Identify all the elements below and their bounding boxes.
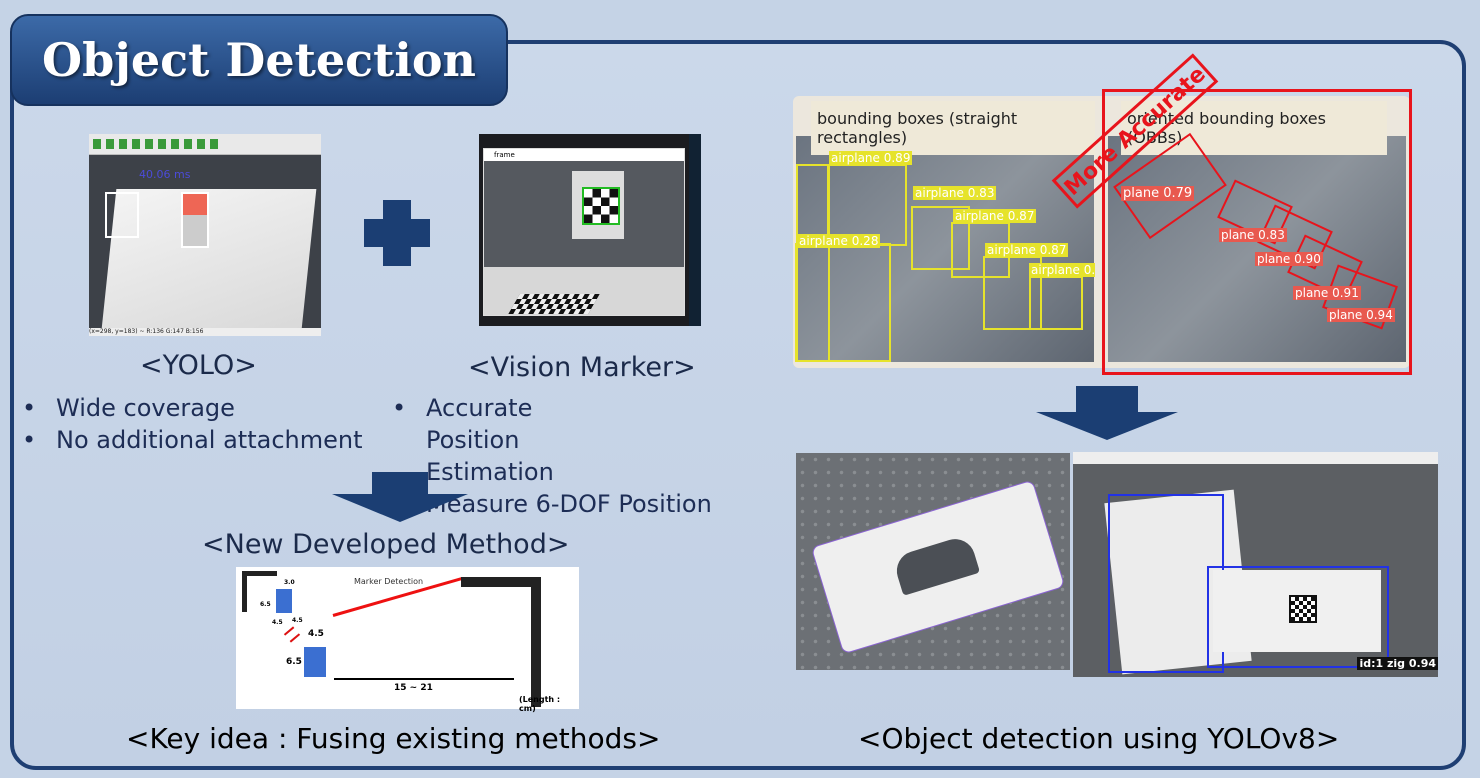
dim-distance: 15 ~ 21 [394, 683, 433, 693]
obb-panel [1108, 136, 1406, 362]
bbox-label: airplane 0. [1029, 263, 1095, 277]
arrow-down-left-head [332, 494, 468, 522]
bbox-label: airplane 0.89 [829, 151, 913, 165]
yolo-bullet: No additional attachment [20, 424, 363, 456]
small-gripper [242, 571, 277, 612]
obb-highlight-frame [1102, 89, 1412, 375]
bbox-box [911, 206, 970, 270]
yolo-bullets: Wide coverage No additional attachment [20, 392, 363, 456]
yolo-toolbar [89, 134, 321, 155]
marker-caption: <Vision Marker> [468, 352, 696, 383]
arrow-down-right-head [1036, 412, 1178, 440]
big-box [304, 647, 326, 677]
small-box [276, 589, 292, 613]
dim-4: 4.5 [292, 617, 303, 624]
marker-window: frame [483, 148, 685, 316]
dim-2: 6.5 [260, 601, 271, 608]
yolo-status-bar: (x=298, y=183) ~ R:136 G:147 B:156 [89, 328, 321, 336]
bbox-box [983, 256, 1042, 330]
marker-window-titlebar: frame [484, 149, 684, 161]
key-idea-caption: <Key idea : Fusing existing methods> [126, 722, 661, 755]
bbox-box [795, 243, 891, 362]
obb-comparison: bounding boxes (straight rectangles) ori… [793, 96, 1410, 368]
diagram-title: Marker Detection [354, 577, 424, 586]
arrow-down-left-body [372, 472, 428, 494]
dim-1: 3.0 [284, 579, 295, 586]
bbox-label: airplane 0.83 [913, 186, 997, 200]
new-method-diagram: Marker Detection 3.0 6.5 4.5 4.5 4.5 6.5… [236, 567, 579, 713]
bbox-label: airplane 0.28 [797, 234, 881, 248]
marker-screenshot: frame [479, 134, 701, 326]
marker-tag [582, 187, 620, 225]
arrow-down-right-body [1076, 386, 1138, 412]
yolov8-photo-right: id:1 zig 0.94 [1073, 452, 1438, 677]
robot-arm [461, 577, 541, 707]
plus-icon-h [364, 219, 430, 247]
yolo-overlay-text: 40.06 ms [139, 168, 191, 181]
obb-label: plane 0.83 [1219, 228, 1287, 242]
page-title: Object Detection [42, 33, 476, 87]
new-method-caption: <New Developed Method> [202, 529, 570, 560]
dim-6: 6.5 [286, 657, 302, 667]
marker-side-panel [689, 134, 701, 326]
title-tab: Object Detection [10, 14, 508, 106]
marker-window-title: frame [494, 151, 515, 159]
obb-label: plane 0.79 [1121, 186, 1195, 201]
yolo-bottle-box-2 [181, 192, 209, 248]
obb-label: plane 0.90 [1255, 252, 1323, 266]
yolo-status-text: (x=298, y=183) ~ R:136 G:147 B:156 [89, 328, 204, 335]
yolo-bottle-box-1 [105, 192, 139, 238]
yolov8-tag: id:1 zig 0.94 [1357, 657, 1438, 670]
marker-bullet: Accurate Position Estimation [390, 392, 712, 488]
distance-line [334, 678, 514, 680]
right-label: oriented bounding boxes (OBBs) [1121, 101, 1387, 155]
aruco-marker [1289, 595, 1317, 623]
dim-5: 4.5 [308, 629, 324, 639]
dim-3: 4.5 [272, 619, 283, 626]
yolo-bullet: Wide coverage [20, 392, 363, 424]
length-unit: (Length : cm) [519, 695, 561, 713]
bbox-label: airplane 0.87 [985, 243, 1069, 257]
equal-sign [283, 626, 301, 643]
yolov8-photo-left [796, 453, 1070, 670]
bbox-label: airplane 0.87 [953, 209, 1037, 223]
obb-label: plane 0.91 [1293, 286, 1361, 300]
left-label: bounding boxes (straight rectangles) [811, 101, 1095, 155]
yolov8-caption: <Object detection using YOLOv8> [858, 722, 1340, 755]
marker-bullet-text: Accurate Position Estimation [426, 394, 554, 486]
yolo-caption: <YOLO> [140, 350, 257, 381]
marker-checkerboard [508, 294, 600, 314]
photo-toolbar [1073, 452, 1438, 464]
bbox-box [1029, 276, 1083, 330]
obb-label: plane 0.94 [1327, 308, 1395, 322]
detection-box-2 [1207, 566, 1389, 668]
yolo-screenshot: 40.06 ms (x=298, y=183) ~ R:136 G:147 B:… [89, 134, 321, 336]
